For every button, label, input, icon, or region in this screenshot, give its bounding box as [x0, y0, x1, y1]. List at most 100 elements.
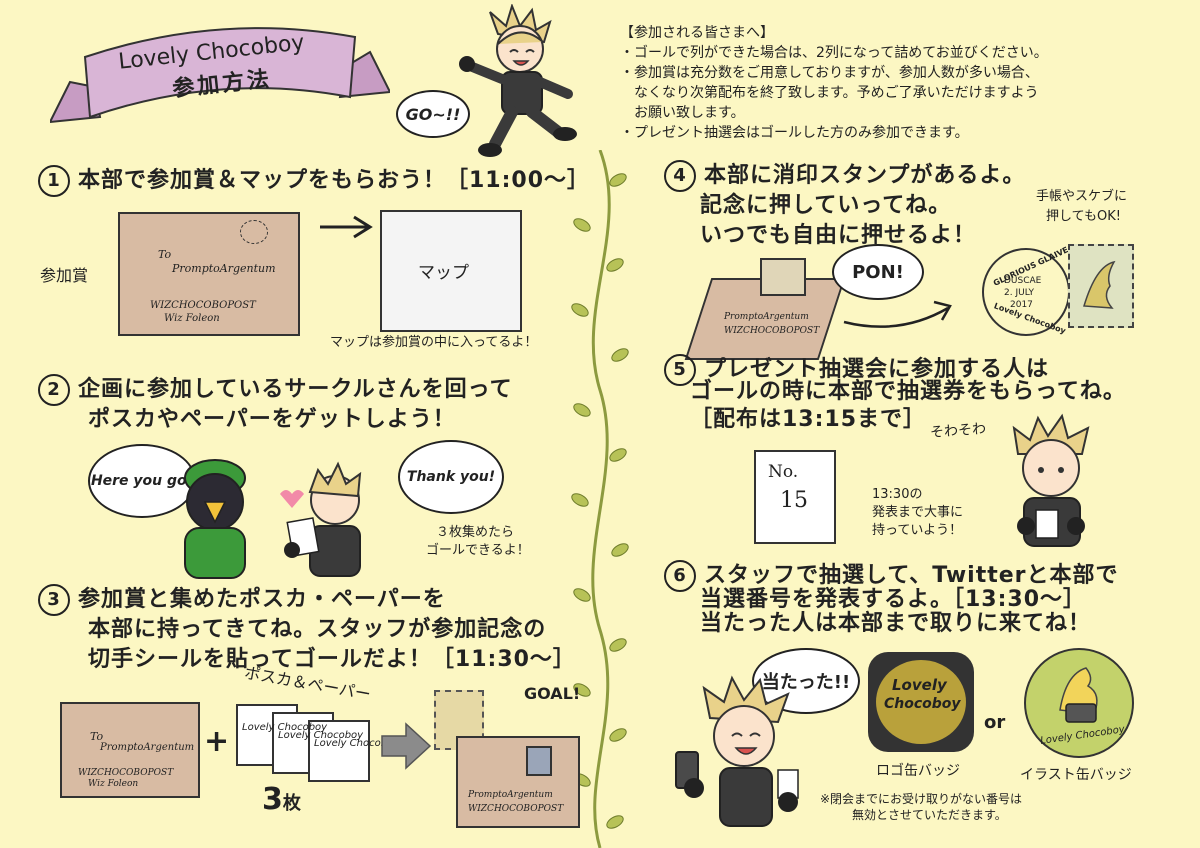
logo-badge — [876, 660, 966, 744]
stamp-block — [760, 258, 806, 296]
vine-divider — [571, 150, 629, 848]
map-note: マップは参加賞の中に入ってるよ！ — [330, 335, 538, 350]
envelope-from1: WIZCHOCOBOPOST — [468, 804, 564, 814]
card-count-number: 3 — [262, 782, 283, 817]
notice-line: お願い致します。 — [620, 105, 745, 121]
thank-you-text: Thank you! — [406, 469, 496, 485]
prompto-running-illustration — [459, 4, 577, 157]
step1-heading: 1 本部で参加賞＆マップをもらおう！［11:00～］ — [38, 165, 590, 197]
postcard-text: Lovely Chocoboy — [278, 730, 364, 741]
notice-line: ・ゴールで列ができた場合は、2列になって詰めてお並びください。 — [620, 45, 1048, 61]
pon-text: PON! — [852, 261, 904, 283]
notice-line: ・参加賞は充分数をご用意しておりますが、参加人数が多い場合、 — [620, 65, 1039, 81]
notice-line: なくなり次第配布を終了致します。予めご了承いただけますよう — [620, 85, 1039, 101]
envelope-from1: WIZCHOCOBOPOST — [78, 768, 174, 778]
step6-line1: スタッフで抽選して、Twitterと本部で — [704, 563, 1119, 588]
map-label: マップ — [418, 263, 469, 283]
step2-note2: ゴールできるよ！ — [426, 543, 530, 558]
step2-number: 2 — [38, 374, 70, 406]
logo-badge-text1: Lovely — [892, 676, 947, 694]
step3-envelope — [60, 702, 200, 798]
envelope-from2: Wiz Foleon — [88, 779, 139, 789]
step2-note1: ３枚集めたら — [436, 525, 515, 540]
chocobo-mascot-and-prompto-illustration — [184, 459, 362, 579]
step6-line3: 当たった人は本部まで取りに来てね！ — [700, 611, 1092, 636]
here-you-go-text: Here you go! — [90, 473, 194, 489]
pon-bubble: PON! — [832, 244, 924, 300]
arrow-right-icon — [320, 215, 373, 239]
notice-line: ・プレゼント抽選会はゴールした方のみ参加できます。 — [620, 125, 969, 141]
prompto-winner-illustration — [675, 675, 799, 827]
postcard-3 — [308, 720, 370, 782]
postmark-line3: 2017 — [1010, 300, 1033, 310]
or-text: or — [984, 712, 1006, 733]
step4-number: 4 — [664, 160, 696, 192]
step5-line1: プレゼント抽選会に参加する人は — [704, 357, 1050, 382]
envelope-name: PromptoArgentum — [468, 790, 553, 800]
step4-line1: 本部に消印スタンプがあるよ。 — [704, 163, 1026, 188]
step5-number: 5 — [664, 354, 696, 386]
step4-heading: 4 本部に消印スタンプがあるよ。 — [664, 160, 1025, 192]
envelope-to: To — [158, 248, 172, 261]
step4-line2: 記念に押していってね。 — [700, 193, 952, 218]
logo-badge-label: ロゴ缶バッジ — [876, 763, 960, 779]
step4-side1: 手帳やスケブに — [1036, 189, 1128, 204]
card-count-unit: 枚 — [282, 793, 301, 814]
prompto-holding-ticket-illustration — [1012, 413, 1090, 547]
here-you-go-bubble: Here you go! — [88, 444, 196, 518]
step5-line2: ゴールの時に本部で抽選券をもらってね。 — [690, 379, 1126, 404]
step3-line2: 本部に持ってきてね。スタッフが参加記念の — [88, 617, 547, 642]
chocobo-stamp-art — [1083, 260, 1116, 309]
envelope-from2: Wiz Foleon — [164, 313, 220, 324]
envelope-name: PromptoArgentum — [724, 312, 809, 322]
lottery-ticket — [754, 450, 836, 544]
ticket-number: 15 — [780, 488, 808, 513]
goal-label: GOAL! — [524, 684, 581, 703]
postmark-line1: DUSCAE — [1004, 276, 1042, 286]
step2-line1: 企画に参加しているサークルさんを回って — [78, 377, 513, 402]
step5-note2: 発表まで大事に — [872, 505, 964, 520]
card-count: 3枚 — [262, 782, 301, 817]
logo-badge-text2: Chocoboy — [884, 696, 961, 712]
step1-text: 本部で参加賞＆マップをもらおう！［11:00～］ — [78, 168, 591, 193]
step1-number: 1 — [38, 165, 70, 197]
step5-note1: 13:30の — [872, 487, 923, 502]
postmark-line2: 2. JULY — [1004, 288, 1035, 298]
step6-heading: 6 スタッフで抽選して、Twitterと本部で — [664, 560, 1119, 592]
step4-side2: 押してもOK! — [1046, 209, 1121, 224]
step4-line3: いつでも自由に押せるよ！ — [700, 223, 977, 248]
win-text: 当たった!! — [761, 672, 851, 693]
illustration-badge-label: イラスト缶バッジ — [1020, 767, 1132, 783]
prize-label: 参加賞 — [40, 266, 89, 285]
banner-ribbon — [50, 27, 390, 124]
step2-heading: 2 企画に参加しているサークルさんを回って — [38, 374, 513, 406]
step5-note3: 持っていよう！ — [872, 523, 963, 538]
envelope-name: PromptoArgentum — [172, 262, 276, 275]
postcard-text: Lovely Chocoboy — [242, 722, 328, 733]
plus-icon: + — [204, 724, 230, 759]
postcard-text: Lovely Chocoboy — [314, 738, 400, 749]
envelope-name: PromptoArgentum — [100, 742, 195, 753]
curved-arrow-icon — [843, 300, 952, 328]
envelope-from1: WIZCHOCOBOPOST — [150, 300, 256, 311]
map-card — [380, 210, 522, 332]
ticket-no: No. — [768, 462, 799, 482]
step3-line3: 切手シールを貼ってゴールだよ！［11:30～］ — [88, 647, 576, 672]
goal-envelope — [456, 736, 580, 828]
thank-you-bubble: Thank you! — [398, 440, 504, 514]
go-bubble-text: GO~!! — [405, 104, 461, 124]
go-speech-bubble: GO~!! — [396, 90, 470, 138]
step5-heading: 5 プレゼント抽選会に参加する人は — [664, 354, 1049, 386]
goal-envelope-stamp — [526, 746, 552, 776]
step6-number: 6 — [664, 560, 696, 592]
envelope-from1: WIZCHOCOBOPOST — [724, 326, 820, 336]
chocobo-badge-art — [1059, 667, 1098, 723]
arrow-right-block-icon — [381, 722, 432, 770]
step2-line2: ポスカやペーパーをゲットしよう！ — [88, 407, 456, 432]
step3-number: 3 — [38, 584, 70, 616]
envelope-to: To — [90, 730, 104, 743]
prize-envelope — [118, 212, 300, 336]
step6-line2: 当選番号を発表するよ。［13:30～］ — [700, 587, 1087, 612]
